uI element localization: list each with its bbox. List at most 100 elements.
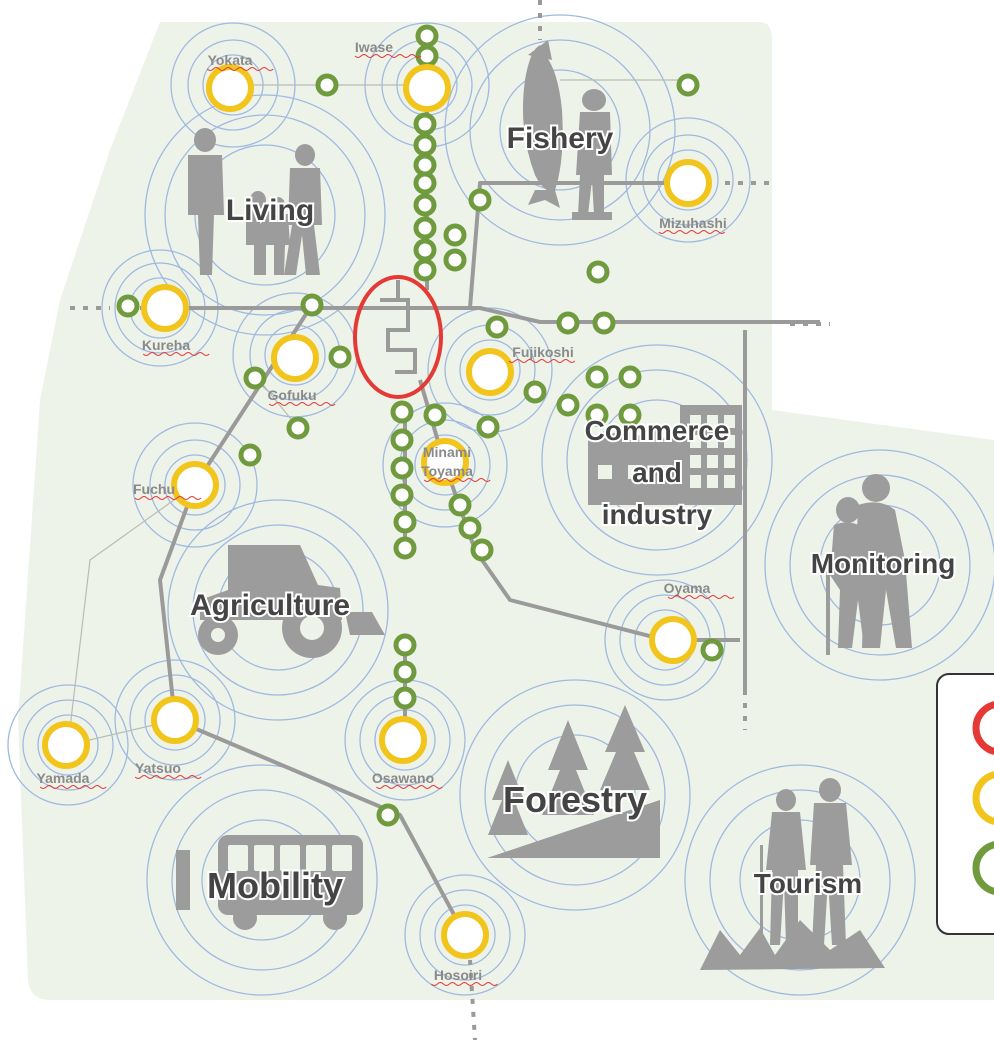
local-green-node[interactable] [393,510,417,534]
local-green-node[interactable] [448,493,472,517]
local-green-node[interactable] [413,153,437,177]
local-green-node[interactable] [443,223,467,247]
coverage-ring [642,134,734,226]
label-underline [134,775,202,779]
station-node-fujikoshi[interactable] [466,348,514,396]
central-hub-ring [353,275,443,399]
label-underline [658,230,726,234]
local-green-node[interactable] [390,456,414,480]
coverage-ring [625,117,751,243]
local-green-node[interactable] [376,803,400,827]
local-green-node[interactable] [393,633,417,657]
station-node-hosoiri[interactable] [441,911,489,959]
category-label-forestry: Forestry [503,779,647,820]
local-green-node[interactable] [393,686,417,710]
local-green-node[interactable] [413,216,437,240]
bus-icon [176,835,363,930]
local-green-node[interactable] [413,112,437,136]
coverage-ring [764,449,994,681]
local-green-node[interactable] [676,73,700,97]
local-green-node[interactable] [300,293,324,317]
coverage-ring [144,689,206,751]
coverage-ring [444,14,676,246]
local-green-node[interactable] [585,365,609,389]
station-node-iwase[interactable] [403,64,451,112]
local-green-node[interactable] [413,258,437,282]
label-underline [206,67,274,71]
local-green-node[interactable] [470,538,494,562]
station-label-yokata: Yokata [208,52,253,68]
station-node-gofuku[interactable] [271,334,319,382]
coverage-ring [404,874,526,996]
elderly-couple-icon [826,474,912,655]
local-green-node[interactable] [415,24,439,48]
local-green-node[interactable] [286,416,310,440]
local-green-node[interactable] [390,428,414,452]
local-green-node[interactable] [458,516,482,540]
extension-line [468,959,477,1041]
city-hub-icon [380,280,417,374]
station-node-osawano[interactable] [379,716,427,764]
coverage-ring [132,422,258,548]
local-green-node[interactable] [618,365,642,389]
local-green-node[interactable] [556,393,580,417]
station-label-fujikoshi: Fujikoshi [512,344,573,360]
label-underline [376,785,443,789]
local-green-node[interactable] [468,188,492,212]
station-node-layer [42,64,712,959]
local-green-node[interactable] [586,260,610,284]
local-green-node[interactable] [116,294,140,318]
station-node-minami[interactable] [421,438,469,486]
coverage-ring [22,699,114,791]
coverage-ring [499,69,621,191]
local-green-node[interactable] [328,345,352,369]
station-node-mizuhashi[interactable] [664,159,712,207]
local-green-node[interactable] [393,660,417,684]
station-node-fuchu[interactable] [171,461,219,509]
station-node-yokata[interactable] [206,64,254,112]
local-green-node[interactable] [238,443,262,467]
local-green-node[interactable] [390,483,414,507]
city-hub[interactable] [353,275,443,399]
local-green-node[interactable] [443,248,467,272]
local-green-node[interactable] [413,238,437,262]
station-label-oyama: Oyama [664,580,711,596]
coverage-ring [684,764,916,996]
coverage-ring [167,499,389,721]
station-label-mizuhashi: Mizuhashi [659,215,727,231]
factory-icon [588,405,742,505]
local-green-node[interactable] [485,315,509,339]
local-green-node[interactable] [243,366,267,390]
station-node-oyama[interactable] [649,616,697,664]
local-green-node[interactable] [423,403,447,427]
local-green-node[interactable] [523,380,547,404]
local-green-node[interactable] [592,311,616,335]
coverage-ring [164,454,226,516]
station-label-yamada: Yamada [37,770,90,786]
local-green-node[interactable] [413,133,437,157]
local-green-node[interactable] [618,403,642,427]
local-green-node[interactable] [585,403,609,427]
local-green-node[interactable] [413,171,437,195]
station-node-kureha[interactable] [141,284,189,332]
legend [936,673,994,935]
trees-icon [487,705,660,858]
station-label-hosoiri: Hosoiri [434,967,482,983]
station-node-yamada[interactable] [42,721,90,769]
station-label-iwase: Iwase [355,39,393,55]
coverage-ring [164,114,366,316]
local-green-node[interactable] [700,638,724,662]
local-green-node[interactable] [413,193,437,217]
label-underline [423,478,491,482]
coverage-ring [484,704,666,886]
local-green-node[interactable] [390,400,414,424]
local-green-node[interactable] [556,311,580,335]
station-node-yatsuo[interactable] [151,696,199,744]
local-green-node[interactable] [315,73,339,97]
coverage-ring [657,149,719,211]
local-green-node[interactable] [393,536,417,560]
local-green-node[interactable] [476,415,500,439]
coverage-ring [469,39,651,221]
